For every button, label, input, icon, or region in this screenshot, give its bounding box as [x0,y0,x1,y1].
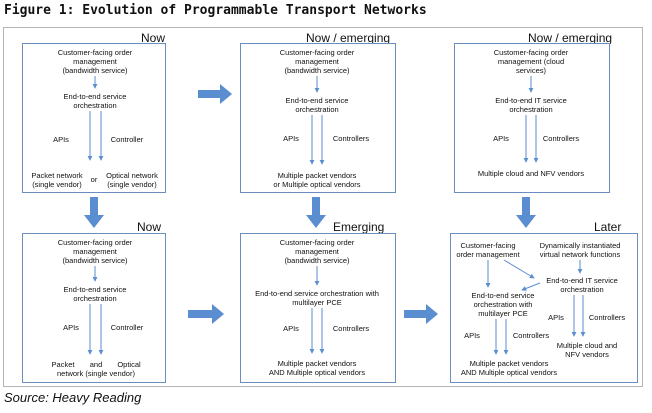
p1-order-line2: management [73,57,117,66]
p4-order-line2: management [73,247,117,256]
p4-optical: Optical [117,360,141,369]
p3-apis: APIs [493,134,509,143]
p2-orch-line2: orchestration [295,105,339,114]
p1-controller: Controller [110,135,144,144]
p4-orch-line2: orchestration [73,294,117,303]
p1-or: or [90,175,98,184]
p6-apis-left: APIs [464,331,480,340]
panel-now-label: Now [141,31,166,45]
p6-it-orch-line2: orchestration [560,285,604,294]
figure-title: Figure 1: Evolution of Programmable Tran… [4,3,427,18]
p1-orch-line2: orchestration [73,101,117,110]
p6-bottom-right-line2: NFV vendors [565,350,609,359]
p4-packet: Packet [51,360,75,369]
p6-controllers-right: Controllers [588,313,626,322]
p6-controllers-left: Controllers [512,331,550,340]
p5-bottom-line1: Multiple packet vendors [277,359,357,368]
panel-now-emerging-box [240,43,396,193]
panel-now-2-label: Now [137,220,162,234]
p1-apis: APIs [53,135,69,144]
p6-bottom-left-line2: AND Multiple optical vendors [460,368,558,377]
panel-emerging-box [240,233,396,383]
p6-orch-line3: multilayer PCE [478,309,528,318]
p1-packet-line1: Packet network [31,171,83,180]
p3-order-line2: management (cloud [497,57,565,66]
p1-optical-line2: (single vendor) [107,180,157,189]
p4-apis: APIs [63,323,79,332]
p6-it-orch-line1: End-to-end IT service [546,276,618,285]
p6-bottom-right-line1: Multiple cloud and [556,341,618,350]
p6-apis-right: APIs [548,313,564,322]
p5-order-line1: Customer-facing order [279,238,355,247]
panel-emerging-label: Emerging [333,220,385,234]
p5-order-line2: management [295,247,339,256]
p5-order-line3: (bandwidth service) [284,256,350,265]
p2-bottom-line2: or Multiple optical vendors [273,180,361,189]
p2-order-line3: (bandwidth service) [284,66,350,75]
p4-and: and [89,360,103,369]
p4-orch-line1: End-to-end service [63,285,127,294]
panel-now-emerging-cloud-box [454,43,610,193]
p2-orch-line1: End-to-end service [285,96,349,105]
p5-bottom-line2: AND Multiple optical vendors [268,368,366,377]
p5-orch-line1: End-to-end service orchestration with [255,289,379,298]
p2-order-line1: Customer-facing order [279,48,355,57]
p6-order-line1: Customer-facing [460,241,516,250]
p3-order-line1: Customer-facing order [493,48,569,57]
p2-apis: APIs [283,134,299,143]
p4-order-line1: Customer-facing order [57,238,133,247]
p4-network-line: network (single vendor) [57,369,135,378]
p6-orch-line2: orchestration with [473,300,533,309]
p3-bottom-line1: Multiple cloud and NFV vendors [477,169,585,178]
p2-controllers: Controllers [332,134,370,143]
source-caption: Source: Heavy Reading [4,390,142,405]
panel-now-emerging-cloud-label: Now / emerging [528,31,613,45]
p3-orch-line2: orchestration [509,105,553,114]
panel-now-emerging-label: Now / emerging [306,31,391,45]
p1-order-line1: Customer-facing order [57,48,133,57]
p6-dynamic-line2: virtual network functions [539,250,621,259]
p4-order-line3: (bandwidth service) [62,256,128,265]
p4-controller: Controller [110,323,144,332]
panel-later-box [450,233,638,383]
p2-bottom-line1: Multiple packet vendors [277,171,357,180]
p5-apis: APIs [283,324,299,333]
p1-order-line3: (bandwidth service) [62,66,128,75]
p1-packet-line2: (single vendor) [32,180,82,189]
p5-controllers: Controllers [332,324,370,333]
p2-order-line2: management [295,57,339,66]
p5-orch-line2: multilayer PCE [292,298,342,307]
p6-bottom-left-line1: Multiple packet vendors [469,359,549,368]
panel-now-box [22,43,166,193]
p6-order-line2: order management [456,250,520,259]
p1-optical-line1: Optical network [106,171,158,180]
p6-orch-line1: End-to-end service [471,291,535,300]
p6-dynamic-line1: Dynamically instantiated [539,241,621,250]
p3-orch-line1: End-to-end IT service [495,96,567,105]
p3-order-line3: services) [515,66,546,75]
p3-controllers: Controllers [542,134,580,143]
panel-later-label: Later [594,220,622,234]
panel-now-2-box [22,233,166,383]
p1-orch-line1: End-to-end service [63,92,127,101]
